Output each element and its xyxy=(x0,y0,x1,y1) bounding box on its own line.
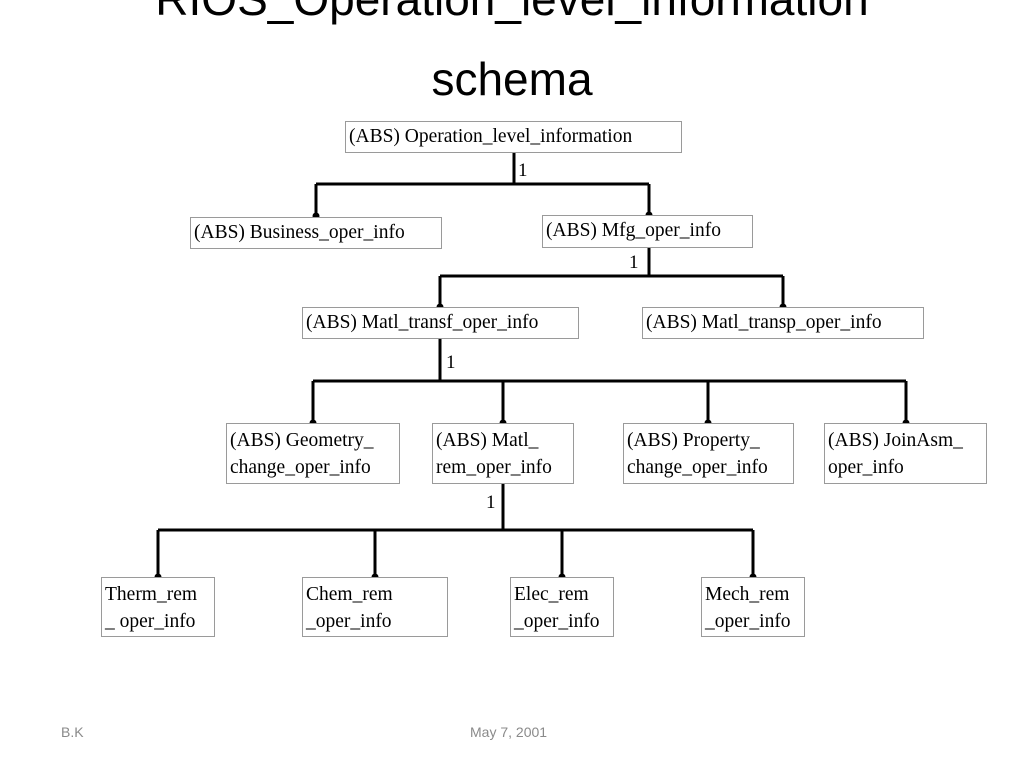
node-label-line1: Chem_rem xyxy=(306,584,393,605)
cardinality-label: 1 xyxy=(446,352,456,373)
node-business-oper-info: (ABS) Business_oper_info xyxy=(190,217,442,249)
node-label-line1: Elec_rem xyxy=(514,584,589,605)
node-matl-transp-oper-info: (ABS) Matl_transp_oper_info xyxy=(642,307,924,339)
node-property-change-oper-info: (ABS) Property_ change_oper_info xyxy=(623,423,794,484)
node-label-line2: _ oper_info xyxy=(105,611,196,632)
node-label: (ABS) Mfg_oper_info xyxy=(546,220,721,241)
node-label-line1: (ABS) JoinAsm_ xyxy=(828,430,963,451)
node-label-line2: _oper_info xyxy=(705,611,791,632)
footer-author: B.K xyxy=(61,724,84,740)
node-label-line2: change_oper_info xyxy=(230,457,371,478)
node-label: (ABS) Business_oper_info xyxy=(194,222,405,243)
node-label: (ABS) Operation_level_information xyxy=(349,126,633,147)
node-label: (ABS) Matl_transf_oper_info xyxy=(306,312,539,333)
footer-date: May 7, 2001 xyxy=(470,724,548,740)
cardinality-label: 1 xyxy=(486,492,496,513)
slide-title-line1: RIOS_Operation_level_information xyxy=(0,0,1024,28)
slide-title-line2: schema xyxy=(431,53,593,105)
node-label-line1: (ABS) Geometry_ xyxy=(230,430,374,451)
node-mech-rem-oper-info: Mech_rem _oper_info xyxy=(701,577,805,637)
node-label-line2: rem_oper_info xyxy=(436,457,552,478)
cardinality-label: 1 xyxy=(518,160,528,181)
node-label-line1: (ABS) Matl_ xyxy=(436,430,539,451)
node-therm-rem-oper-info: Therm_rem _ oper_info xyxy=(101,577,215,637)
node-label: (ABS) Matl_transp_oper_info xyxy=(646,312,882,333)
node-label-line1: Mech_rem xyxy=(705,584,790,605)
cardinality-label: 1 xyxy=(629,252,639,273)
node-matl-rem-oper-info: (ABS) Matl_ rem_oper_info xyxy=(432,423,574,484)
node-elec-rem-oper-info: Elec_rem _oper_info xyxy=(510,577,614,637)
node-label-line1: (ABS) Property_ xyxy=(627,430,760,451)
node-label-line1: Therm_rem xyxy=(105,584,198,605)
node-label-line2: _oper_info xyxy=(514,611,600,632)
node-label-line2: _oper_info xyxy=(306,611,392,632)
node-joinasm-oper-info: (ABS) JoinAsm_ oper_info xyxy=(824,423,987,484)
node-matl-transf-oper-info: (ABS) Matl_transf_oper_info xyxy=(302,307,579,339)
node-chem-rem-oper-info: Chem_rem _oper_info xyxy=(302,577,448,637)
node-operation-level-information: (ABS) Operation_level_information xyxy=(345,121,682,153)
node-mfg-oper-info: (ABS) Mfg_oper_info xyxy=(542,215,753,248)
node-label-line2: oper_info xyxy=(828,457,904,478)
node-label-line2: change_oper_info xyxy=(627,457,768,478)
node-geometry-change-oper-info: (ABS) Geometry_ change_oper_info xyxy=(226,423,400,484)
